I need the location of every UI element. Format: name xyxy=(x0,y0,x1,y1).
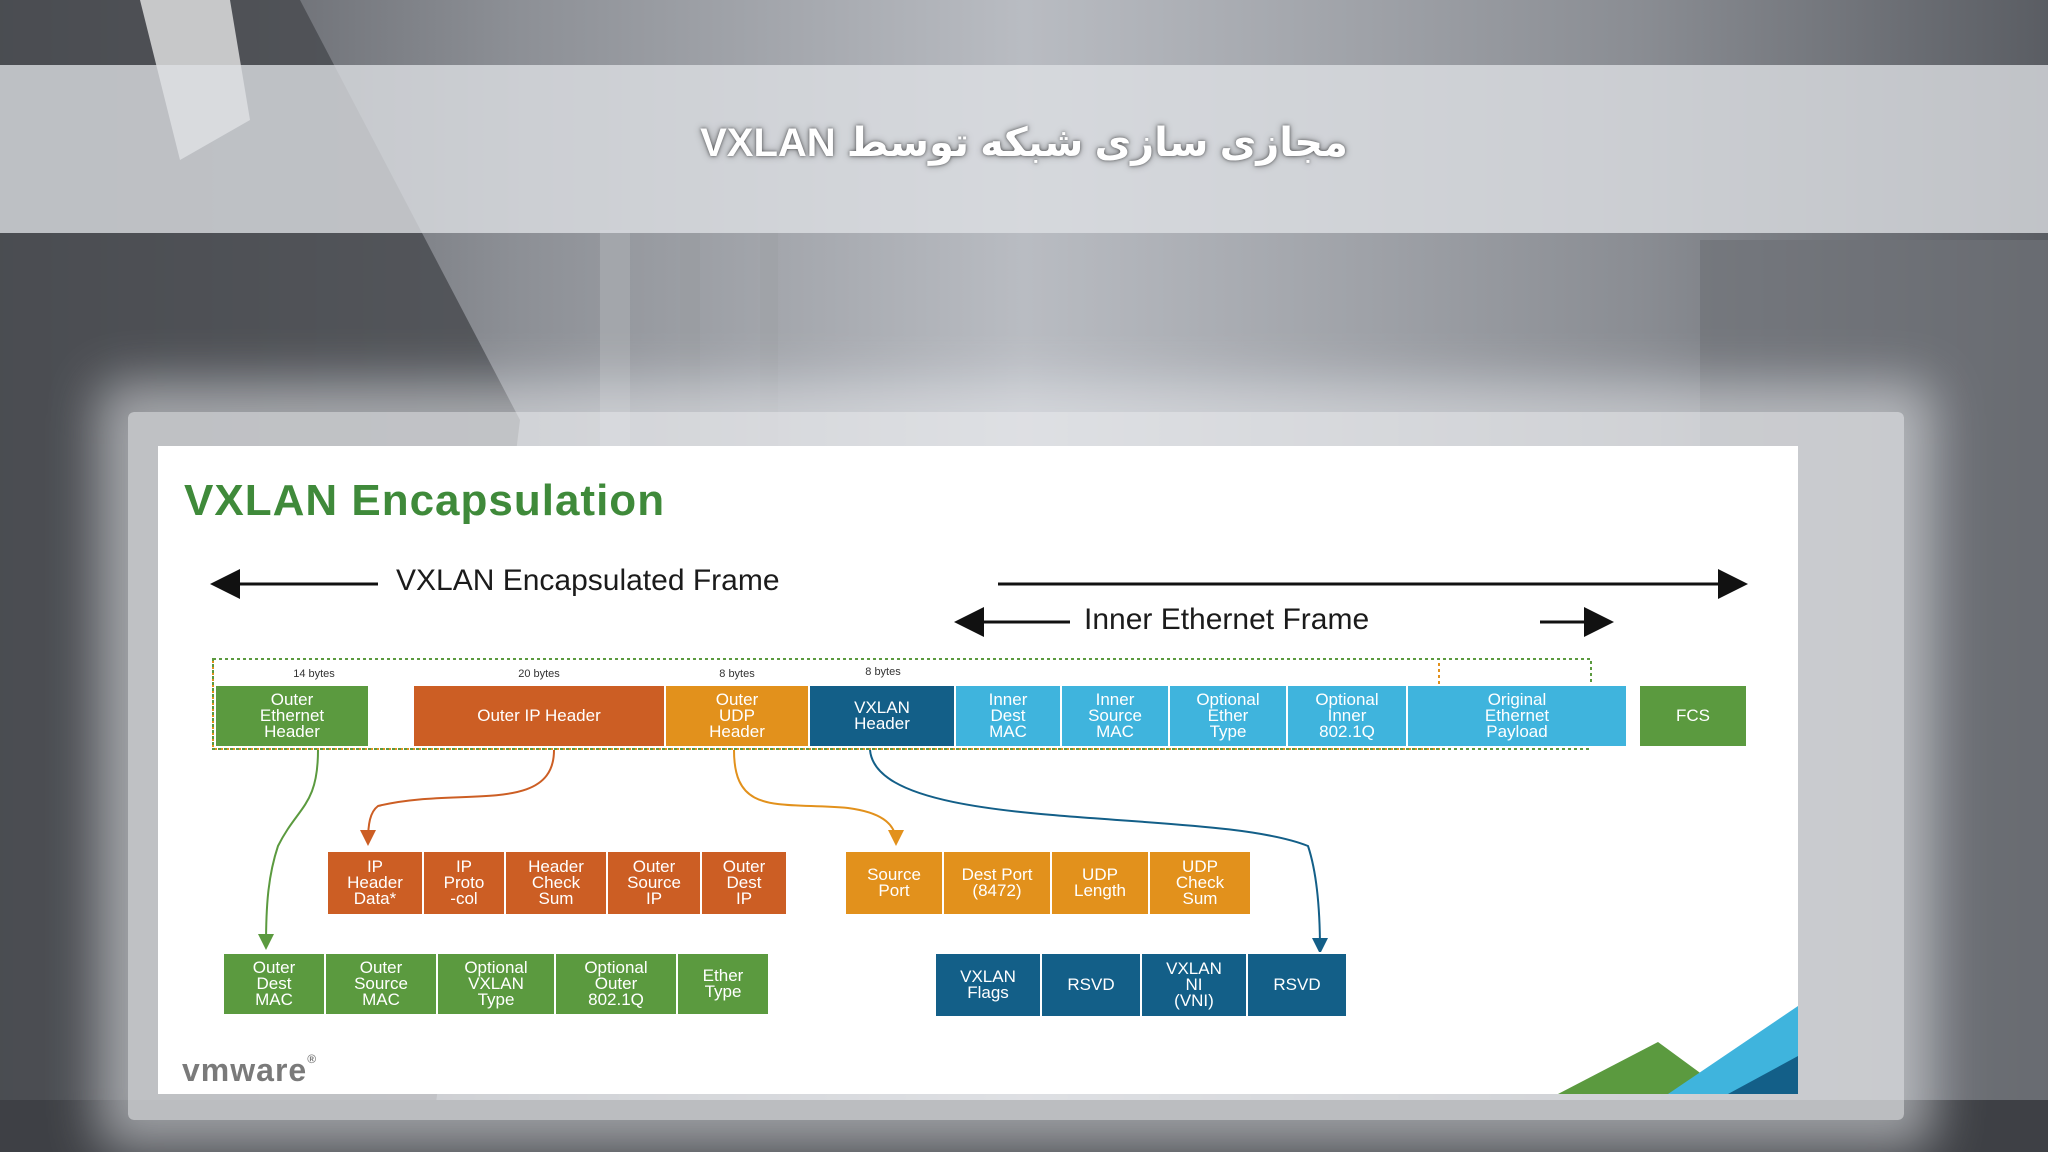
original-ethernet-payload: Original Ethernet Payload xyxy=(1406,684,1628,748)
optional-ether-type: Optional Ether Type xyxy=(1168,684,1288,748)
corner-shape-blue xyxy=(1668,1006,1798,1094)
vxlan-rsvd-1: RSVD xyxy=(1040,952,1142,1018)
udp-check-sum: UDP Check Sum xyxy=(1148,850,1252,916)
outer-source-mac: Outer Source MAC xyxy=(324,952,438,1016)
size-ip: 20 bytes xyxy=(518,668,560,680)
udp-source-port: Source Port xyxy=(844,850,944,916)
inner-dest-mac: Inner Dest MAC xyxy=(954,684,1062,748)
ip-protocol: IP Proto -col xyxy=(422,850,506,916)
slide-title: مجازی سازی شبکه توسط VXLAN xyxy=(700,121,1348,165)
outer-source-ip: Outer Source IP xyxy=(606,850,702,916)
optional-inner-8021q: Optional Inner 802.1Q xyxy=(1286,684,1408,748)
outer-ethernet-header: Outer Ethernet Header xyxy=(214,684,370,748)
size-udp: 8 bytes xyxy=(719,668,755,680)
ip-connector xyxy=(360,749,555,846)
inner-source-mac: Inner Source MAC xyxy=(1060,684,1170,748)
udp-length: UDP Length xyxy=(1050,850,1150,916)
corner-shape-navy xyxy=(1728,1056,1798,1094)
corner-shape-green xyxy=(1558,1042,1718,1094)
vxlan-header: VXLAN Header xyxy=(808,684,956,748)
vxlan-vni: VXLAN NI (VNI) xyxy=(1140,952,1248,1018)
encapsulated-frame-label: VXLAN Encapsulated Frame xyxy=(382,564,794,598)
vmware-logo-text: vmware xyxy=(182,1052,308,1088)
ether-type: Ether Type xyxy=(676,952,770,1016)
vxlan-connector xyxy=(869,749,1328,954)
header-check-sum: Header Check Sum xyxy=(504,850,608,916)
vxlan-rsvd-2: RSVD xyxy=(1246,952,1348,1018)
outer-ip-header: Outer IP Header xyxy=(412,684,666,748)
title-bar xyxy=(0,65,2048,233)
ethernet-connector xyxy=(258,749,319,950)
udp-dest-port: Dest Port (8472) xyxy=(942,850,1052,916)
ip-header-data: IP Header Data* xyxy=(326,850,424,916)
vxlan-flags: VXLAN Flags xyxy=(934,952,1042,1018)
fcs: FCS xyxy=(1638,684,1748,748)
diagram-title: VXLAN Encapsulation xyxy=(184,476,666,525)
outer-udp-header: Outer UDP Header xyxy=(664,684,810,748)
outer-dest-mac: Outer Dest MAC xyxy=(222,952,326,1016)
diagram-panel: VXLAN Encapsulation xyxy=(158,446,1798,1094)
optional-vxlan-type: Optional VXLAN Type xyxy=(436,952,556,1016)
optional-outer-8021q: Optional Outer 802.1Q xyxy=(554,952,678,1016)
registered-mark: ® xyxy=(307,1052,318,1066)
udp-connector xyxy=(733,749,904,846)
size-vxlan: 8 bytes xyxy=(865,666,901,678)
outer-dest-ip: Outer Dest IP xyxy=(700,850,788,916)
vmware-logo: vmware® xyxy=(182,1052,317,1089)
size-ethernet: 14 bytes xyxy=(293,668,335,680)
inner-frame-label: Inner Ethernet Frame xyxy=(1074,603,1380,637)
